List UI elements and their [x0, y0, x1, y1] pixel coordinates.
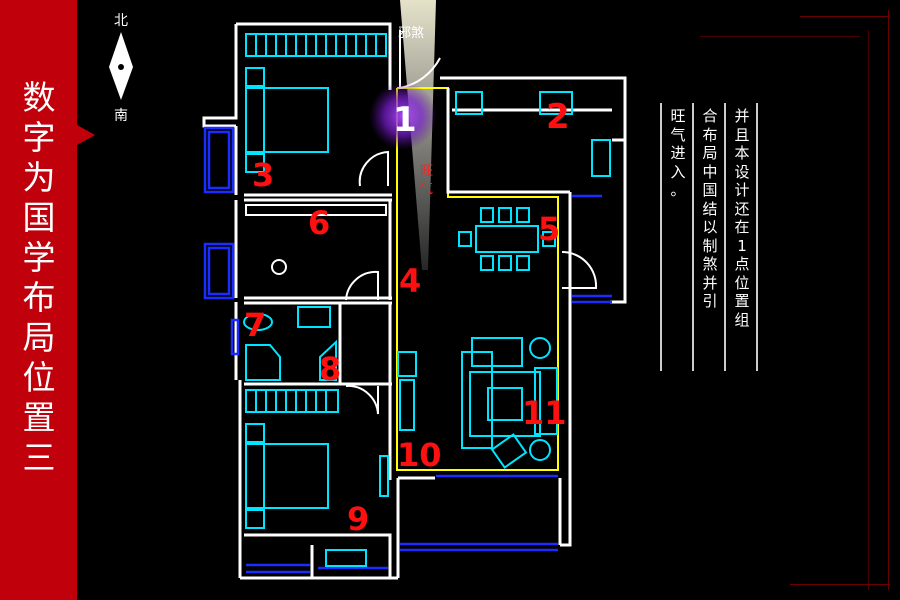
- note-char: 1: [737, 236, 747, 255]
- number-label-6: 6: [308, 204, 330, 242]
- note-column-3: 旺气进入。: [668, 107, 688, 200]
- frame-line: [790, 584, 890, 585]
- note-divider: [724, 103, 726, 371]
- side-title-char: 三: [22, 438, 56, 477]
- compass-icon: 北 南: [109, 13, 133, 124]
- number-label-4: 4: [399, 262, 421, 300]
- windows: [203, 126, 612, 574]
- note-char: 并: [734, 107, 750, 125]
- note-char: 位: [734, 273, 750, 292]
- number-label-11: 11: [522, 394, 567, 432]
- note-char: 气: [670, 125, 686, 144]
- number-label-8: 8: [319, 350, 341, 388]
- number-label-1: 1: [393, 100, 417, 140]
- compass-north-label: 北: [114, 13, 128, 29]
- side-title-char: 为: [22, 158, 56, 197]
- note-char: 布: [702, 125, 718, 144]
- side-title-char: 国: [22, 198, 56, 237]
- note-char: 局: [702, 144, 718, 162]
- frame-line: [868, 30, 869, 590]
- number-label-10: 10: [397, 436, 442, 474]
- frame-line: [800, 16, 888, 17]
- number-label-9: 9: [347, 500, 369, 538]
- note-char: 入: [670, 162, 686, 181]
- note-divider: [756, 103, 758, 371]
- side-title-char: 位: [22, 358, 56, 397]
- furniture: [243, 33, 611, 567]
- note-char: 进: [670, 144, 686, 162]
- evil-qi-label: 邪煞: [398, 26, 424, 41]
- note-char: 计: [734, 181, 750, 199]
- number-label-7: 7: [244, 306, 266, 344]
- side-title-char: 字: [22, 118, 56, 157]
- note-char: 并: [702, 273, 718, 292]
- note-char: 以: [702, 218, 718, 236]
- note-char: 置: [734, 292, 750, 310]
- note-char: 国: [702, 181, 718, 199]
- note-char: 结: [702, 199, 718, 218]
- note-char: 制: [702, 236, 718, 255]
- note-char: 合: [702, 107, 718, 125]
- note-divider: [660, 103, 662, 371]
- note-char: 在: [734, 218, 750, 236]
- frame-line: [700, 36, 860, 37]
- side-title: 数 字 为 国 学 布 局 位 置 三: [18, 78, 60, 478]
- side-title-char: 局: [22, 318, 56, 357]
- note-char: 且: [734, 125, 750, 144]
- note-char: 。: [670, 181, 686, 199]
- note-char: 煞: [702, 255, 718, 273]
- prosperous-qi-label-1: 旺: [420, 164, 433, 179]
- frame-line: [888, 10, 889, 590]
- side-title-char: 布: [22, 278, 56, 317]
- walls: [202, 22, 627, 580]
- number-label-2: 2: [546, 97, 570, 137]
- note-char: 本: [734, 144, 750, 162]
- number-label-3: 3: [252, 156, 274, 194]
- point-1-glow: [369, 82, 437, 150]
- left-panel: [0, 0, 77, 600]
- compass-south-label: 南: [114, 108, 128, 124]
- note-char: 中: [702, 162, 718, 181]
- note-char: 旺: [670, 107, 686, 125]
- side-title-char: 学: [22, 238, 56, 277]
- note-char: 还: [734, 199, 750, 218]
- note-column-2: 合布局中国结以制煞并引: [700, 107, 720, 311]
- prosperous-qi-label-2: 气: [420, 181, 433, 197]
- number-label-5: 5: [538, 210, 560, 248]
- side-title-char: 数: [22, 78, 56, 117]
- side-title-char: 置: [22, 398, 56, 437]
- note-char: 引: [702, 292, 718, 310]
- plan-labels: 邪煞 旺 气 1 2 3 4 5 6 7 8 9 10 11: [244, 26, 570, 538]
- left-panel-arrow: [77, 125, 95, 145]
- note-divider: [692, 103, 694, 371]
- note-char: 点: [734, 255, 750, 273]
- note-char: 设: [734, 162, 750, 181]
- note-char: 组: [734, 310, 750, 329]
